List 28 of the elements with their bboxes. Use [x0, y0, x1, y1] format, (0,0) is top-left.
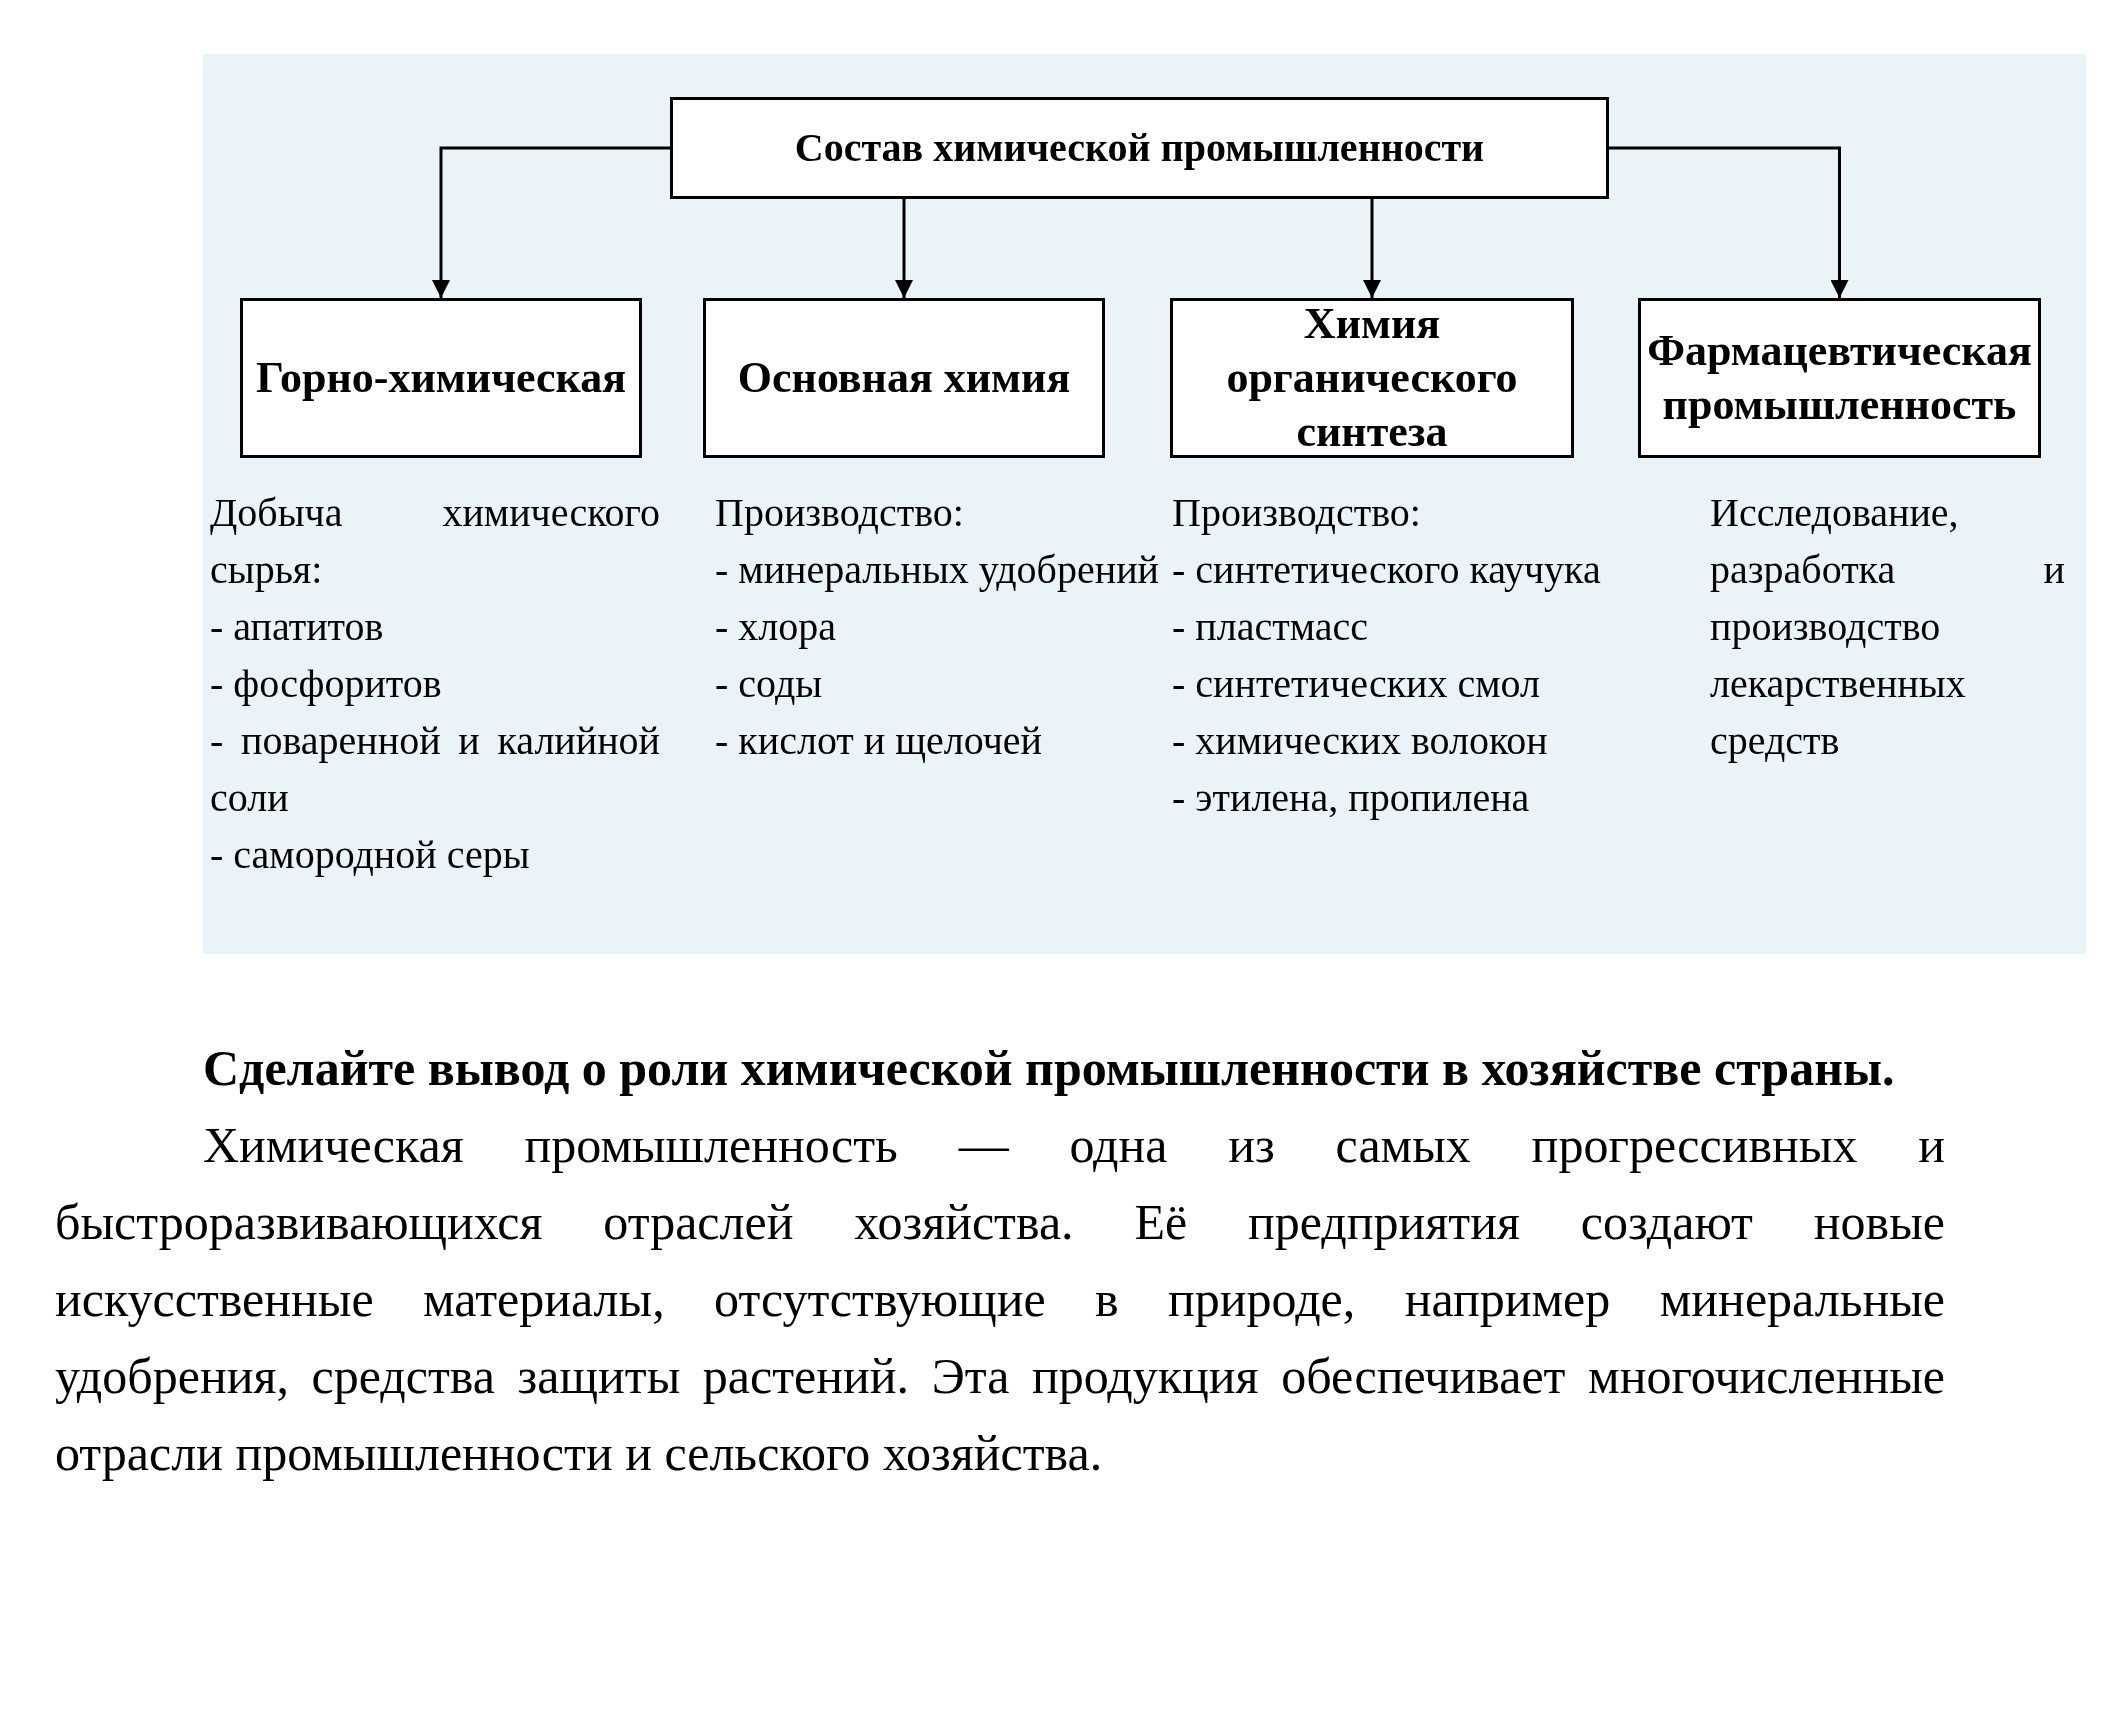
category-box: Горно-химическая	[240, 298, 642, 458]
list-text: Добыча химического сырья:	[210, 489, 660, 594]
list-text: Производство:	[1172, 489, 1422, 537]
list-text: - поваренной и калийной соли	[210, 717, 660, 822]
list-text: - кислот и щелочей	[715, 717, 1043, 765]
arrow	[895, 199, 913, 298]
list-text: - соды	[715, 660, 824, 708]
list-text: - самородной серы	[210, 831, 531, 879]
category-box: Основная химия	[703, 298, 1105, 458]
list-text: - минеральных удобрений	[715, 546, 1160, 594]
list-text: - этилена, пропилена	[1172, 774, 1531, 822]
list-text: - фосфоритов	[210, 660, 443, 708]
arrow	[1363, 199, 1381, 298]
list-text: - пластмасс	[1172, 603, 1369, 651]
arrow	[1609, 146, 1849, 298]
title-box: Состав химической промышленности	[670, 97, 1609, 199]
list-text: Исследование, разработка и производство лекарственных средств	[1710, 489, 2065, 765]
task-heading: Сделайте вывод о роли химической промышленности в хозяйстве страны.	[202, 1039, 1896, 1098]
list-text: Производство:	[715, 489, 965, 537]
list-text: - апатитов	[210, 603, 385, 651]
list-text: - хлора	[715, 603, 838, 651]
arrow	[432, 146, 670, 298]
list-text: - синтетических смол	[1172, 660, 1541, 708]
list-text: - химических волокон	[1172, 717, 1549, 765]
answer-paragraph: Химическая промышленность — одна из самых прогрессивных и быстроразвивающихся отраслей хозяйства. Её предприятия создают новые искусственные материалы, отсутствующие в природе, например минеральные удобрения, средства защиты растений. Эта продукция обеспечивает многочисленные отрасли промышленности и сельского хозяйства.	[55, 1116, 1945, 1483]
category-box: Химия органического синтеза	[1170, 298, 1574, 458]
category-box: Фармацевтическая промышленность	[1638, 298, 2041, 458]
list-text: - синтетического каучука	[1172, 546, 1602, 594]
